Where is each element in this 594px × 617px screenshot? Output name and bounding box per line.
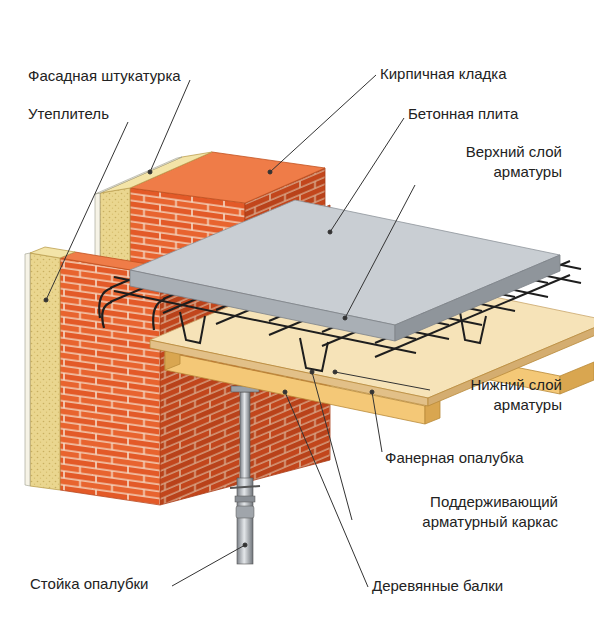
part-label: Кирпичная кладка xyxy=(380,64,570,84)
brick-face xyxy=(60,258,160,505)
rebar-hooks xyxy=(99,288,165,330)
part-label: Фасадная штукатурка xyxy=(28,66,228,86)
slab-edge xyxy=(130,270,395,341)
beam-end xyxy=(560,362,594,394)
plaster xyxy=(25,253,30,486)
part-label: Стойка опалубки xyxy=(30,574,190,594)
concrete-slab xyxy=(130,200,560,341)
part-label: Поддерживающий арматурный каркас xyxy=(358,492,558,532)
slab-edge xyxy=(395,255,560,341)
prop-tube xyxy=(240,392,250,482)
part-label: Бетонная плита xyxy=(408,104,578,124)
formwork-prop xyxy=(230,386,260,564)
plywood-edge xyxy=(150,340,428,406)
prop-tube xyxy=(237,478,253,564)
prop-pin xyxy=(230,486,260,488)
plywood-edge xyxy=(428,321,594,406)
part-label: Нижний слой арматуры xyxy=(432,375,562,415)
part-label: Деревянные балки xyxy=(372,576,562,596)
brick-top xyxy=(130,152,325,203)
part-label: Утеплитель xyxy=(28,104,168,124)
slab-top xyxy=(130,200,560,325)
part-label: Верхний слой арматуры xyxy=(432,142,562,182)
part-label: Фанерная опалубка xyxy=(385,448,575,468)
leader-lines xyxy=(44,75,430,587)
insulation xyxy=(30,253,60,490)
prop-collar xyxy=(235,496,255,502)
plaster-top xyxy=(95,157,182,194)
prop-nut xyxy=(236,506,254,518)
